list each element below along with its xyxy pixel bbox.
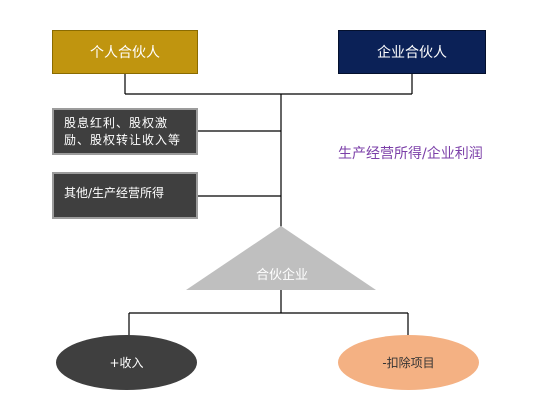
partnership-triangle [186,226,376,290]
dividend-income-line1: 股息红利、股权激 [64,115,169,130]
business-income-annotation: 生产经营所得/企业利润 [338,146,483,162]
individual-partner-box: 个人合伙人 [52,30,198,74]
partnership-label: 合伙企业 [255,268,308,283]
dividend-income-line2: 励、股权转让收入等 [64,132,182,147]
corporate-partner-box: 企业合伙人 [338,30,486,74]
other-income-box: 其他/生产经营所得 [52,172,198,219]
corporate-partner-label: 企业合伙人 [377,45,447,61]
deduction-label: -扣除项目 [382,356,435,370]
income-ellipse: +收入 [56,335,197,390]
deduction-ellipse: -扣除项目 [338,335,479,390]
dividend-income-text: 股息红利、股权激 励、股权转让收入等 [64,115,181,149]
income-label: +收入 [109,356,144,370]
other-income-label: 其他/生产经营所得 [64,186,165,200]
individual-partner-label: 个人合伙人 [90,45,160,61]
dividend-income-box: 股息红利、股权激 励、股权转让收入等 [52,108,198,155]
